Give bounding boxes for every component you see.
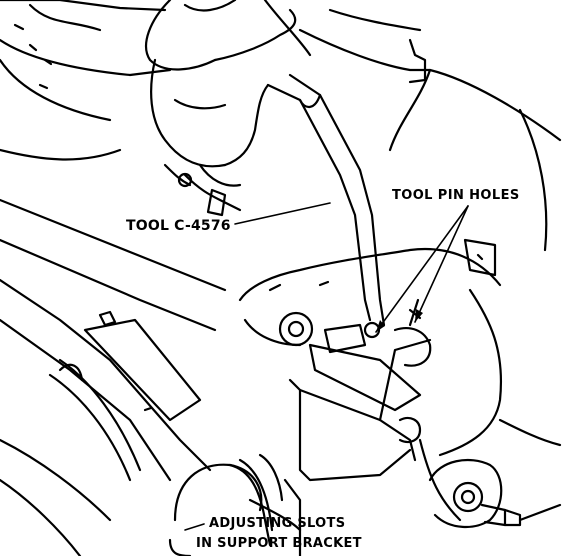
left-tubes [0,198,227,556]
shift-lever [266,73,386,327]
tool-pin-holes-label: TOOL PIN HOLES [392,188,520,203]
tool-label: TOOL C-4576 [124,218,233,234]
linkage-housing [238,248,502,522]
adjusting-slots-label: ADJUSTING SLOTS [209,516,346,531]
upper-left-hose [0,0,172,161]
upper-right-bracket [298,8,562,277]
support-bracket-label: IN SUPPORT BRACKET [196,536,362,551]
tool-body [163,163,242,217]
leader-lines [184,202,469,531]
pivot-shaft [278,298,432,444]
leader-arrowheads [376,309,423,332]
lower-right-nut [428,418,562,529]
hand [145,0,312,187]
